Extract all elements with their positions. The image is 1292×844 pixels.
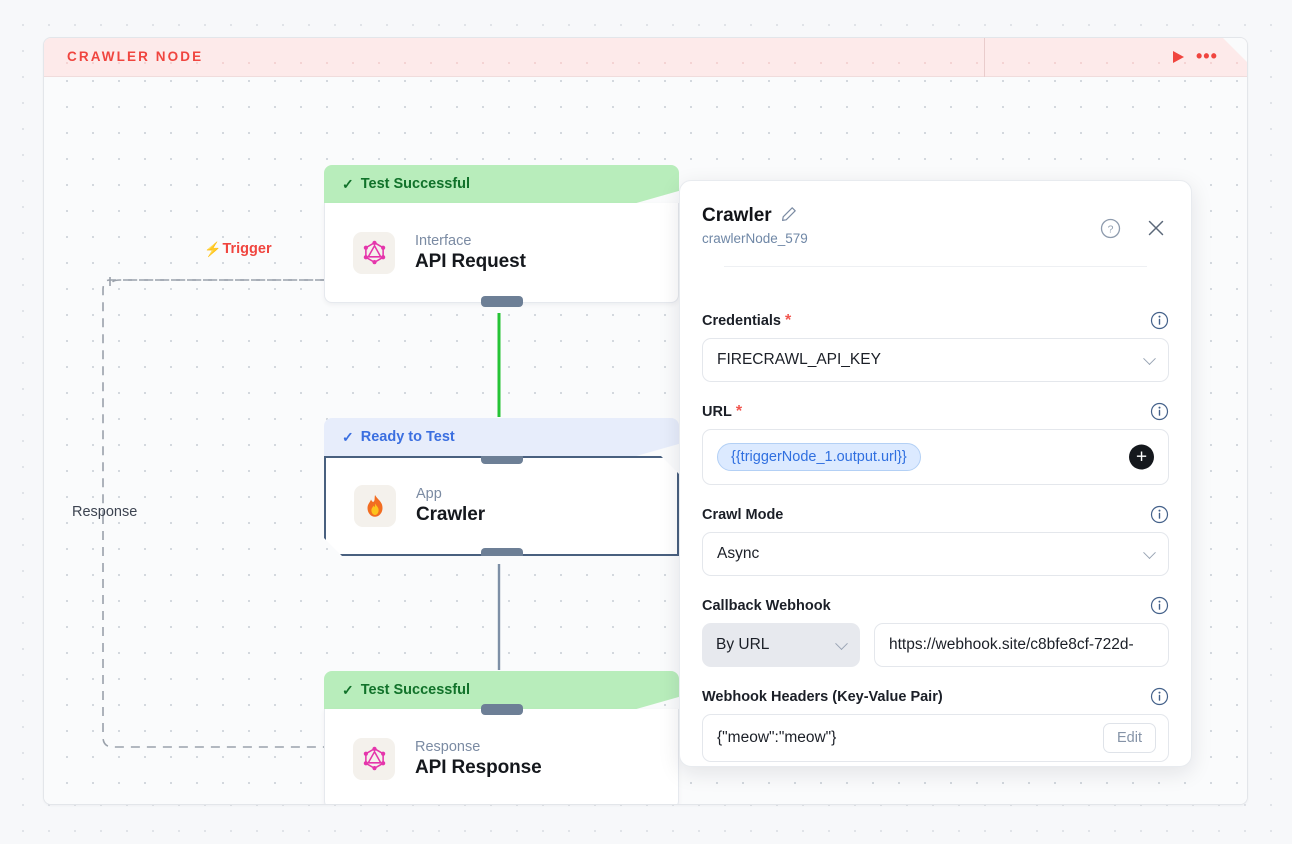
node-port-bottom[interactable] [480, 296, 523, 307]
node-text: Response API Response [415, 739, 542, 779]
workflow-titlebar: CRAWLER NODE ••• [44, 38, 1247, 77]
run-play-icon[interactable] [1173, 51, 1184, 63]
node-status-banner: ✓ Test Successful [324, 165, 679, 203]
edge-trigger-main [102, 279, 324, 515]
callback-webhook-label: Callback Webhook [702, 598, 831, 614]
field-url: URL * {{triggerNode_1.output.url}} + [702, 402, 1169, 485]
chevron-down-icon [1143, 546, 1156, 560]
url-input[interactable]: {{triggerNode_1.output.url}} + [702, 429, 1169, 485]
edge-label-response: Response [72, 504, 138, 520]
credentials-value: FIRECRAWL_API_KEY [717, 351, 881, 368]
node-body[interactable]: App Crawler [324, 456, 679, 556]
crawl-mode-value: Async [717, 545, 760, 562]
field-callback-webhook: Callback Webhook By URL https://w [702, 596, 1169, 667]
node-inspector-panel: Crawler crawlerNode_579 ? [679, 180, 1192, 767]
url-label: URL [702, 404, 732, 420]
info-icon[interactable] [1150, 311, 1169, 335]
close-icon[interactable] [1145, 217, 1167, 244]
node-port-top[interactable] [481, 453, 523, 464]
crawl-mode-label-row: Crawl Mode [702, 507, 1169, 523]
node-status-text: Test Successful [360, 682, 471, 698]
svg-text:?: ? [1108, 224, 1114, 236]
node-status-text: Test Successful [360, 176, 471, 192]
check-icon: ✓ [342, 175, 354, 192]
pencil-icon[interactable] [781, 206, 797, 227]
edge-label-trigger: ⚡ Trigger [204, 241, 272, 257]
question-circle-icon[interactable]: ? [1100, 218, 1121, 244]
credentials-label: Credentials [702, 313, 781, 329]
crawl-mode-select[interactable]: Async [702, 532, 1169, 576]
node-body[interactable]: Interface API Request [324, 203, 679, 307]
required-asterisk: * [784, 312, 792, 329]
check-icon: ✓ [342, 428, 354, 445]
check-icon: ✓ [342, 681, 354, 698]
node-port-bottom[interactable] [481, 548, 523, 559]
node-crawler[interactable]: ✓ Ready to Test App Crawler [324, 418, 679, 556]
url-label-row: URL * [702, 403, 1169, 421]
panel-title-row: Crawler [702, 205, 1169, 227]
panel-divider [724, 266, 1147, 267]
field-credentials: Credentials * FIRECRAWL_API_KEY [702, 311, 1169, 382]
chevron-down-icon [835, 637, 848, 651]
callback-webhook-row: By URL https://webhook.site/c8bfe8cf-722… [702, 623, 1169, 667]
node-text: Interface API Request [415, 233, 526, 273]
webhook-headers-value: {"meow":"meow"} [717, 729, 837, 746]
info-icon[interactable] [1150, 596, 1169, 620]
panel-body: Credentials * FIRECRAWL_API_KEY [680, 293, 1191, 766]
url-variable-token[interactable]: {{triggerNode_1.output.url}} [717, 443, 921, 471]
add-variable-button[interactable]: + [1129, 444, 1154, 470]
node-text: App Crawler [416, 486, 485, 526]
credentials-select[interactable]: FIRECRAWL_API_KEY [702, 338, 1169, 382]
node-kind-label: Response [415, 738, 481, 755]
info-icon[interactable] [1150, 505, 1169, 529]
crawl-mode-label: Crawl Mode [702, 507, 784, 523]
panel-header: Crawler crawlerNode_579 ? [680, 181, 1191, 267]
node-api-request[interactable]: ✓ Test Successful [324, 165, 679, 307]
field-crawl-mode: Crawl Mode Async [702, 505, 1169, 576]
edge-trigger [109, 277, 324, 288]
edit-headers-button[interactable]: Edit [1103, 723, 1156, 753]
webhook-headers-label: Webhook Headers (Key-Value Pair) [702, 689, 943, 705]
more-options-ellipsis-icon[interactable]: ••• [1196, 46, 1218, 66]
callback-webhook-label-row: Callback Webhook [702, 598, 1169, 614]
webhook-headers-input[interactable]: {"meow":"meow"} Edit [702, 714, 1169, 762]
node-status-banner: ✓ Test Successful [324, 671, 679, 709]
field-webhook-headers: Webhook Headers (Key-Value Pair) {"meow"… [702, 687, 1169, 762]
callback-url-input[interactable]: https://webhook.site/c8bfe8cf-722d- [874, 623, 1169, 667]
titlebar-divider [984, 38, 985, 77]
callback-url-value: https://webhook.site/c8bfe8cf-722d- [889, 636, 1134, 653]
chevron-down-icon [1143, 352, 1156, 366]
trigger-label-text: Trigger [222, 241, 272, 257]
node-name-label: Crawler [416, 504, 486, 525]
required-asterisk: * [735, 403, 743, 420]
fire-icon [354, 485, 396, 527]
node-status-banner: ✓ Ready to Test [324, 418, 679, 456]
callback-mode-value: By URL [716, 636, 770, 653]
edge-response [102, 515, 324, 748]
node-name-label: API Response [415, 756, 542, 778]
webhook-headers-label-row: Webhook Headers (Key-Value Pair) [702, 689, 1169, 705]
lightning-bolt-icon: ⚡ [204, 241, 222, 257]
node-kind-label: App [416, 486, 442, 502]
titlebar-corner-bevel [1223, 38, 1247, 64]
edge-layer [102, 277, 501, 748]
node-status-text: Ready to Test [360, 429, 455, 445]
info-icon[interactable] [1150, 402, 1169, 426]
callback-mode-select[interactable]: By URL [702, 623, 860, 667]
graphql-icon [353, 231, 395, 274]
node-body[interactable]: Response API Response [324, 704, 679, 804]
workflow-title: CRAWLER NODE [67, 49, 204, 64]
panel-subtitle: crawlerNode_579 [702, 231, 808, 246]
panel-title: Crawler [702, 205, 772, 226]
credentials-label-row: Credentials * [702, 312, 1169, 330]
info-icon[interactable] [1150, 687, 1169, 711]
node-api-response[interactable]: ✓ Test Successful [324, 671, 679, 804]
node-name-label: API Request [415, 250, 526, 272]
node-kind-label: Interface [415, 232, 472, 249]
node-port-top[interactable] [480, 704, 523, 715]
graphql-icon [353, 737, 395, 780]
